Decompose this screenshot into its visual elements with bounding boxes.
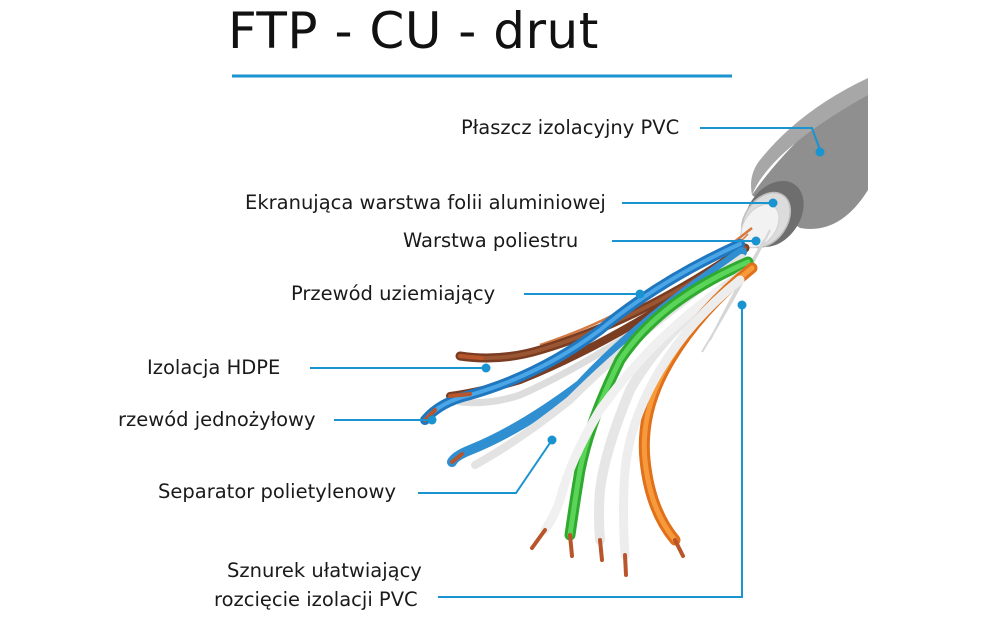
label-ripcord-line1: Sznurek ułatwiający: [227, 559, 422, 582]
leader-separator: [418, 439, 553, 494]
label-solid-wire: rzewód jednożyłowy: [118, 408, 316, 431]
green-pair: [540, 256, 755, 545]
leader-lines: [310, 127, 821, 598]
rip-cord: [701, 229, 771, 353]
label-ground-wire: Przewód uziemiający: [291, 282, 496, 305]
label-ripcord-line2: rozcięcie izolacji PVC: [214, 588, 418, 611]
label-aluminium-foil: Ekranująca warstwa folii aluminiowej: [245, 191, 606, 214]
label-pvc-jacket: Płaszcz izolacyjny PVC: [461, 116, 680, 139]
label-separator: Separator polietylenowy: [158, 480, 396, 503]
diagram-title: FTP - CU - drut: [228, 2, 599, 60]
label-hdpe: Izolacja HDPE: [147, 356, 281, 379]
leader-dots: [427, 147, 825, 445]
label-polyester: Warstwa poliestru: [403, 229, 579, 252]
leader-jacket: [700, 127, 821, 151]
copper-tips: [423, 354, 685, 577]
leader-ripcord: [438, 305, 743, 598]
orange-pair: [619, 262, 758, 560]
